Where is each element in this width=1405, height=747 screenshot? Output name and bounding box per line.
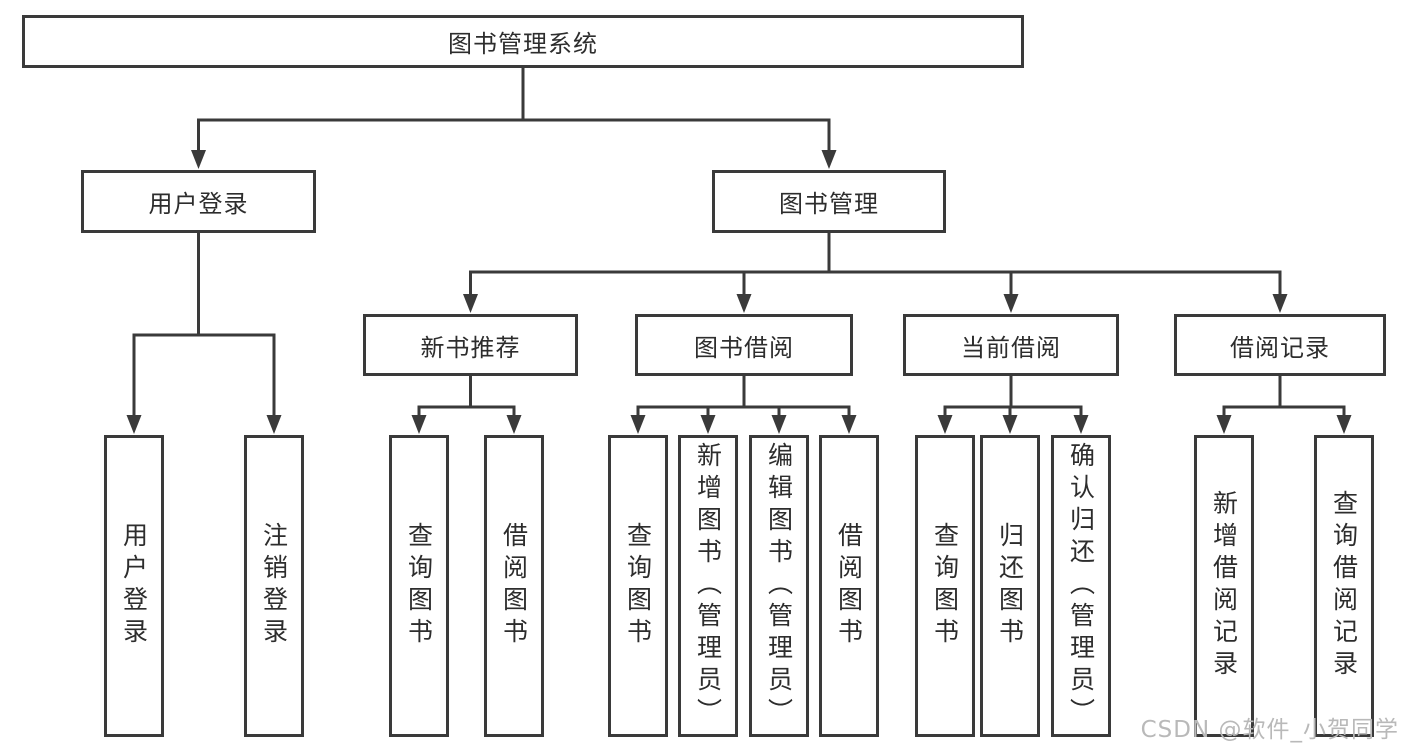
node-edit-books-admin: 编辑图书（管理员） [749, 435, 809, 737]
node-logout-leaf: 注销登录 [244, 435, 304, 737]
node-user-login-leaf: 用户登录 [104, 435, 164, 737]
node-borrow-record: 借阅记录 [1174, 314, 1386, 376]
node-label-query-books-borrow: 查询图书 [623, 522, 653, 650]
watermark: CSDN @软件_小贺同学 [1140, 717, 1399, 743]
node-current-borrow: 当前借阅 [903, 314, 1119, 376]
node-new-book-rec: 新书推荐 [363, 314, 578, 376]
node-label-query-books-current: 查询图书 [930, 522, 960, 650]
node-label-borrow-books-new: 借阅图书 [499, 522, 529, 650]
node-add-books-admin: 新增图书（管理员） [678, 435, 738, 737]
node-label-current-borrow: 当前借阅 [961, 333, 1061, 362]
node-label-query-borrow-record: 查询借阅记录 [1329, 490, 1359, 682]
node-label-edit-books-admin: 编辑图书（管理员） [764, 442, 794, 730]
node-label-add-borrow-record: 新增借阅记录 [1209, 490, 1239, 682]
node-query-books-current: 查询图书 [915, 435, 975, 737]
node-confirm-return-admin: 确认归还（管理员） [1051, 435, 1111, 737]
node-label-confirm-return-admin: 确认归还（管理员） [1066, 442, 1096, 730]
node-root: 图书管理系统 [22, 15, 1024, 68]
node-query-books-borrow: 查询图书 [608, 435, 668, 737]
node-label-borrow-record: 借阅记录 [1230, 333, 1330, 362]
node-return-books: 归还图书 [980, 435, 1040, 737]
node-label-logout-leaf: 注销登录 [259, 522, 289, 650]
node-label-new-book-rec: 新书推荐 [420, 333, 521, 362]
node-label-user-login: 用户登录 [148, 190, 249, 218]
node-label-book-borrow: 图书借阅 [694, 333, 794, 362]
node-label-borrow-books-borrow: 借阅图书 [834, 522, 864, 650]
node-query-books-new: 查询图书 [389, 435, 449, 737]
node-book-borrow: 图书借阅 [635, 314, 853, 376]
node-add-borrow-record: 新增借阅记录 [1194, 435, 1254, 737]
node-label-return-books: 归还图书 [995, 522, 1025, 650]
node-user-login: 用户登录 [81, 170, 316, 233]
node-label-add-books-admin: 新增图书（管理员） [693, 442, 723, 730]
node-label-root: 图书管理系统 [448, 30, 598, 58]
node-label-query-books-new: 查询图书 [404, 522, 434, 650]
node-query-borrow-record: 查询借阅记录 [1314, 435, 1374, 737]
node-label-book-mgmt: 图书管理 [779, 190, 879, 218]
node-label-user-login-leaf: 用户登录 [119, 522, 149, 650]
node-borrow-books-borrow: 借阅图书 [819, 435, 879, 737]
node-book-mgmt: 图书管理 [712, 170, 946, 233]
node-borrow-books-new: 借阅图书 [484, 435, 544, 737]
